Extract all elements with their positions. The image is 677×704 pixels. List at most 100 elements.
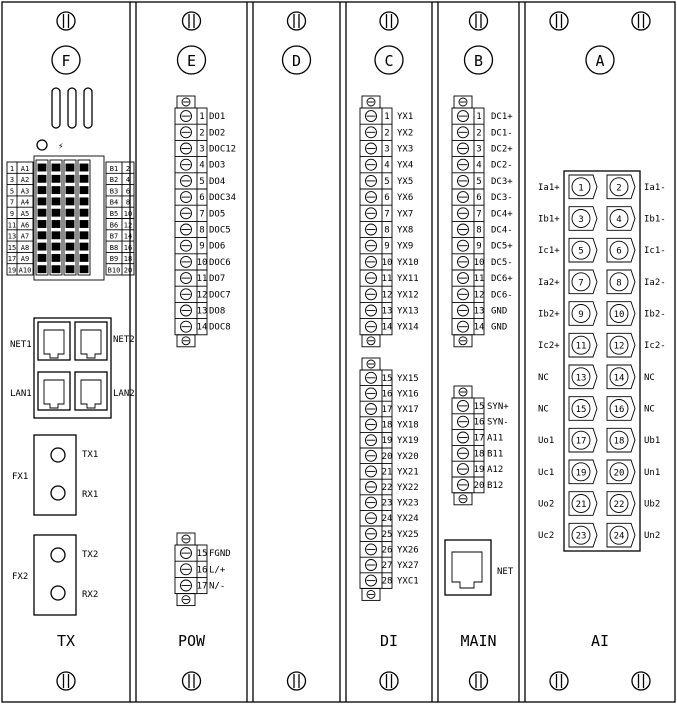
ai-terminal-frame xyxy=(606,459,636,485)
terminal-pin-number: 15 xyxy=(382,374,393,384)
terminal-pin-number: 8 xyxy=(476,226,481,236)
grid-cell: A3 xyxy=(21,187,29,195)
panel-letter-circle xyxy=(585,45,615,75)
grid-cell: A6 xyxy=(21,221,29,229)
terminal-screw-head xyxy=(457,110,469,123)
terminal-screw-head xyxy=(365,434,377,447)
terminal-label: YX13 xyxy=(397,307,419,317)
led-indicator-icon xyxy=(36,139,48,151)
fiber-rx-label: RX1 xyxy=(82,490,98,500)
terminal-screw-head xyxy=(457,320,469,333)
ai-terminal-circle xyxy=(571,462,591,482)
grid-cell: B8 xyxy=(110,244,118,252)
terminal-screw-head xyxy=(457,158,469,171)
net-port-label: NET xyxy=(497,567,514,577)
grid-cell: B2 xyxy=(110,176,118,184)
fuse-icon xyxy=(67,87,77,129)
screw-head xyxy=(286,11,307,31)
screw-head xyxy=(181,11,202,31)
terminal-screw-icon xyxy=(365,512,377,525)
terminal-label: DC2+ xyxy=(491,145,513,155)
ai-terminal-housing xyxy=(563,170,641,552)
rj45-port-icon xyxy=(37,321,71,361)
terminal-pin-number: 7 xyxy=(199,209,204,219)
terminal-pin-number: 10 xyxy=(474,258,485,268)
strip-column xyxy=(35,159,49,276)
ai-signal-left: NC xyxy=(538,405,549,415)
port-label-lan1: LAN1 xyxy=(10,389,32,399)
ai-signal-right: Un1 xyxy=(644,468,660,478)
port-housing xyxy=(33,317,112,419)
ai-signal-left: NC xyxy=(538,373,549,383)
terminal-label: DC2- xyxy=(491,161,513,171)
terminal-screw-icon xyxy=(365,288,377,301)
terminal-screw-head xyxy=(365,387,377,400)
grid-cell: 15 xyxy=(8,244,16,252)
ai-terminal-circle xyxy=(571,335,591,355)
ai-terminal-circle xyxy=(571,240,591,260)
strip-pin xyxy=(65,253,75,262)
terminal-screw-icon xyxy=(365,574,377,587)
strip-pin xyxy=(51,242,61,251)
ai-terminal-frame xyxy=(606,269,636,295)
terminal-screw-head xyxy=(457,191,469,204)
terminal-label: YX15 xyxy=(397,374,419,384)
grid-cell: A9 xyxy=(21,255,29,263)
terminal-screw-icon xyxy=(365,496,377,509)
terminal-screw-icon xyxy=(180,142,192,155)
terminal-screw-head xyxy=(365,158,377,171)
terminal-screw-head xyxy=(457,431,469,444)
terminal-pin-number: 26 xyxy=(382,545,393,555)
panel-d: D xyxy=(281,11,312,691)
ai-signal-right: Ub1 xyxy=(644,436,660,446)
terminal-screw-icon xyxy=(180,158,192,171)
terminal-label: YX24 xyxy=(397,514,419,524)
terminal-screw-icon xyxy=(365,191,377,204)
ai-terminal-cell: 18 xyxy=(606,427,636,453)
terminal-label: YX5 xyxy=(397,177,413,187)
ai-terminal-pin: 22 xyxy=(614,500,625,510)
terminal-screw-head xyxy=(457,415,469,428)
terminal-screw-head xyxy=(365,496,377,509)
terminal-screw-icon xyxy=(458,494,468,504)
terminal-label: YX16 xyxy=(397,389,419,399)
ai-terminal-pin: 19 xyxy=(576,468,587,478)
grid-cell: 10 xyxy=(124,210,132,218)
terminal-label: N/- xyxy=(209,582,225,592)
strip-pin xyxy=(79,163,89,172)
ai-terminal-circle xyxy=(609,430,629,450)
terminal-screw-head xyxy=(366,336,376,346)
terminal-screw-icon xyxy=(365,371,377,384)
terminal-screw-icon xyxy=(458,97,468,107)
terminal-label: YX2 xyxy=(397,128,413,138)
terminal-pin-number: 15 xyxy=(197,549,208,559)
grid-cell: 2 xyxy=(126,165,130,173)
terminal-screw-icon xyxy=(457,174,469,187)
terminal-label: DC4+ xyxy=(491,209,513,219)
terminal-screw-icon xyxy=(457,399,469,412)
strip-pin xyxy=(51,174,61,183)
strip-pin xyxy=(65,163,75,172)
ai-signal-left: Ia2+ xyxy=(538,278,560,288)
terminal-screw-icon xyxy=(180,255,192,268)
strip-pin xyxy=(79,231,89,240)
mounting-screw-icon xyxy=(286,11,307,31)
grid-cell: 11 xyxy=(8,221,16,229)
terminal-screw-icon xyxy=(365,223,377,236)
strip-pin xyxy=(65,265,75,274)
terminal-screw-icon xyxy=(180,239,192,252)
terminal-screw-icon xyxy=(457,142,469,155)
strip-column xyxy=(77,159,91,276)
ai-terminal-frame xyxy=(568,269,598,295)
fiber-tx-label: TX2 xyxy=(82,550,98,560)
ai-terminal-cell: 15 xyxy=(568,396,598,421)
terminal-label: DO8 xyxy=(209,307,225,317)
ai-terminal-circle xyxy=(571,209,591,228)
grid-cell: 14 xyxy=(124,233,132,241)
